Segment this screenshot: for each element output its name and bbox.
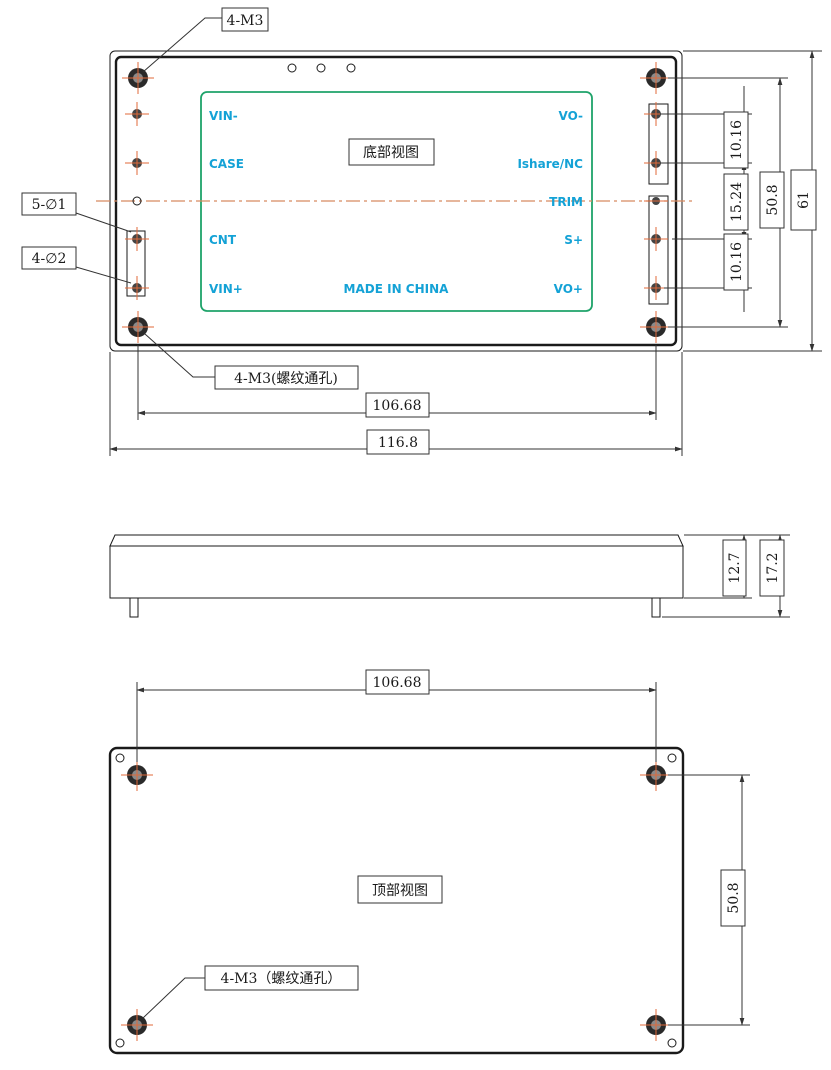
callout-box-top-mount	[204, 965, 359, 991]
bottom-view-title-box	[348, 138, 435, 166]
callout-pin-large: 4-∅2	[32, 251, 67, 267]
pin-right-lower-frame	[648, 195, 669, 305]
corner-hole	[667, 1038, 677, 1048]
pin-label-vin-plus: VIN+	[209, 282, 243, 296]
pin-label-vo-minus: VO-	[559, 109, 584, 123]
pin-label-trim: TRIM	[549, 195, 583, 209]
mount-hole-tl	[122, 62, 154, 94]
callout-mount-bottom: 4-M3(螺纹通孔)	[234, 371, 338, 387]
dim-pitch-2: 15.24	[729, 182, 745, 222]
pin-label-ishare: Ishare/NC	[517, 157, 583, 171]
dim-box-hole-pitch	[365, 392, 430, 418]
indicator-hole	[287, 63, 297, 73]
dim-box-pitch-3	[723, 233, 749, 291]
dim-box-total-height	[759, 539, 785, 597]
top-mount-hole-tr	[640, 759, 672, 791]
indicator-hole	[316, 63, 326, 73]
leader-mount-top	[142, 17, 222, 73]
pin-right-3	[644, 197, 668, 205]
made-in-label: MADE IN CHINA	[344, 282, 450, 296]
pin-right-upper-frame	[648, 103, 669, 185]
callout-mount-top: 4-M3	[227, 13, 264, 29]
pin-label-cnt: CNT	[209, 233, 237, 247]
top-mount-hole-tl	[121, 759, 153, 791]
top-mount-hole-bl	[121, 1009, 153, 1041]
dim-box-overall-width	[790, 169, 817, 231]
dim-hole-span: 50.8	[765, 184, 781, 215]
dim-box-top-hole-pitch	[365, 669, 430, 695]
dim-pitch-3: 10.16	[729, 242, 745, 282]
dim-box-overall-length	[366, 429, 430, 455]
dim-box-body-height	[722, 539, 747, 597]
mount-hole-bl	[122, 311, 154, 343]
mount-hole-tr	[640, 62, 672, 94]
leader-pin-small	[75, 212, 132, 233]
pin-label-vin-minus: VIN-	[209, 109, 238, 123]
dim-overall-width: 61	[796, 191, 812, 209]
top-view-title: 顶部视图	[372, 883, 428, 899]
dim-total-height: 17.2	[765, 552, 781, 583]
dim-overall-length: 116.8	[378, 435, 418, 451]
top-mount-hole-br	[640, 1009, 672, 1041]
pin-left-4	[125, 276, 149, 300]
leader-top-mount	[142, 977, 205, 1019]
side-lid	[109, 534, 684, 547]
callout-box-mount-bottom	[214, 365, 359, 390]
dim-box-pitch-2	[723, 173, 749, 231]
pin-left-1	[125, 102, 149, 126]
top-outline	[108, 746, 685, 1055]
bottom-view: VIN- CASE CNT VIN+ VO- Ishare/NC TRIM S+…	[21, 7, 822, 456]
pin-left-nc	[132, 196, 142, 206]
leader-pin-large	[75, 266, 132, 284]
pin-left-2	[125, 151, 149, 175]
pin-label-s-plus: S+	[564, 233, 583, 247]
dim-pitch-1: 10.16	[729, 120, 745, 160]
pin-label-case: CASE	[209, 157, 244, 171]
pin-label-vo-plus: VO+	[554, 282, 583, 296]
side-pin-right	[651, 597, 661, 618]
dim-body-height: 12.7	[727, 552, 743, 583]
top-view: 顶部视图 4-M3（螺纹通孔） 106.68 50.8	[108, 669, 750, 1055]
mount-hole-br	[640, 311, 672, 343]
side-view: 12.7 17.2	[109, 534, 790, 618]
dim-hole-pitch: 106.68	[373, 398, 422, 414]
callout-box-mount-top	[221, 7, 269, 32]
indicator-hole	[346, 63, 356, 73]
dim-top-hole-pitch: 106.68	[373, 675, 422, 691]
dim-box-hole-span	[759, 171, 785, 229]
top-view-title-box	[357, 875, 443, 904]
pin-left-group-frame	[126, 230, 146, 297]
corner-hole	[667, 753, 677, 763]
dim-box-pitch-1	[723, 111, 749, 169]
dim-box-top-hole-span	[720, 869, 746, 927]
callout-top-mount: 4-M3（螺纹通孔）	[221, 971, 342, 987]
corner-hole	[115, 753, 125, 763]
callout-box-pin-large	[21, 246, 77, 270]
corner-hole	[115, 1038, 125, 1048]
bottom-view-title: 底部视图	[363, 145, 419, 161]
callout-pin-small: 5-∅1	[32, 197, 67, 213]
dim-top-hole-span: 50.8	[726, 882, 742, 913]
leader-mount-bottom	[144, 333, 215, 378]
side-body	[109, 545, 684, 599]
side-pin-left	[129, 597, 139, 618]
pin-right-4	[644, 227, 668, 251]
callout-box-pin-small	[21, 192, 77, 216]
pin-left-3	[125, 227, 149, 251]
